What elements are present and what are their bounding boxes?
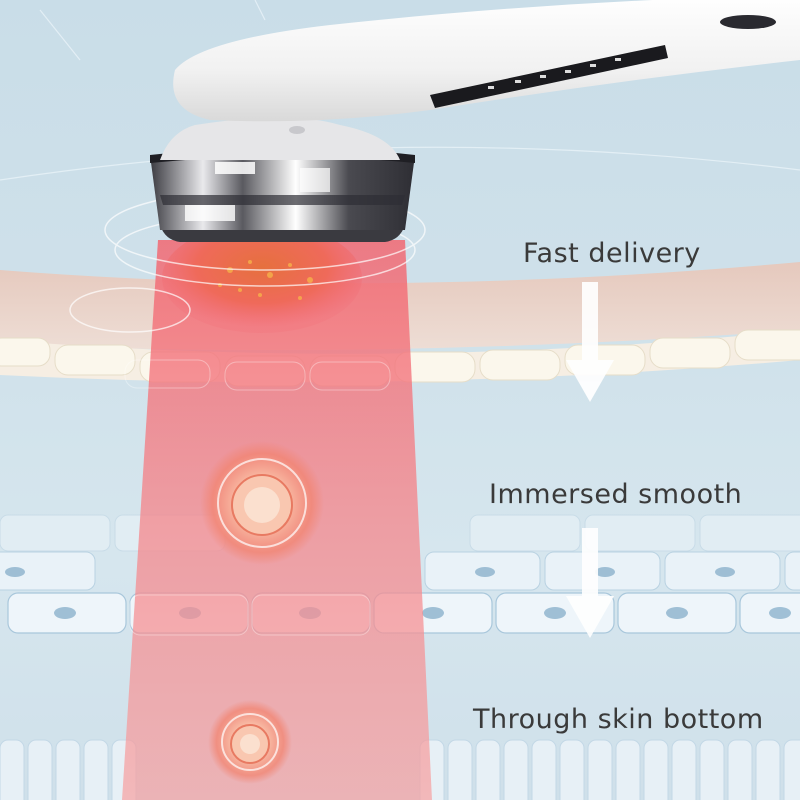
down-arrow-icon [566, 282, 614, 402]
step-label-fast-delivery: Fast delivery [523, 238, 701, 269]
beam-cell-overlay [124, 359, 391, 636]
beauty-device-icon [160, 0, 800, 160]
step-label-immersed-smooth: Immersed smooth [489, 479, 743, 510]
background-curves [0, 0, 800, 181]
glowing-particle-icon [200, 441, 324, 565]
step-label-through-skin-bottom: Through skin bottom [473, 704, 764, 735]
head-glow [162, 223, 362, 333]
glowing-particle-icon [208, 700, 292, 784]
device-head [150, 147, 415, 242]
down-arrow-icon [566, 528, 614, 638]
bottom-cell-columns [0, 739, 800, 800]
